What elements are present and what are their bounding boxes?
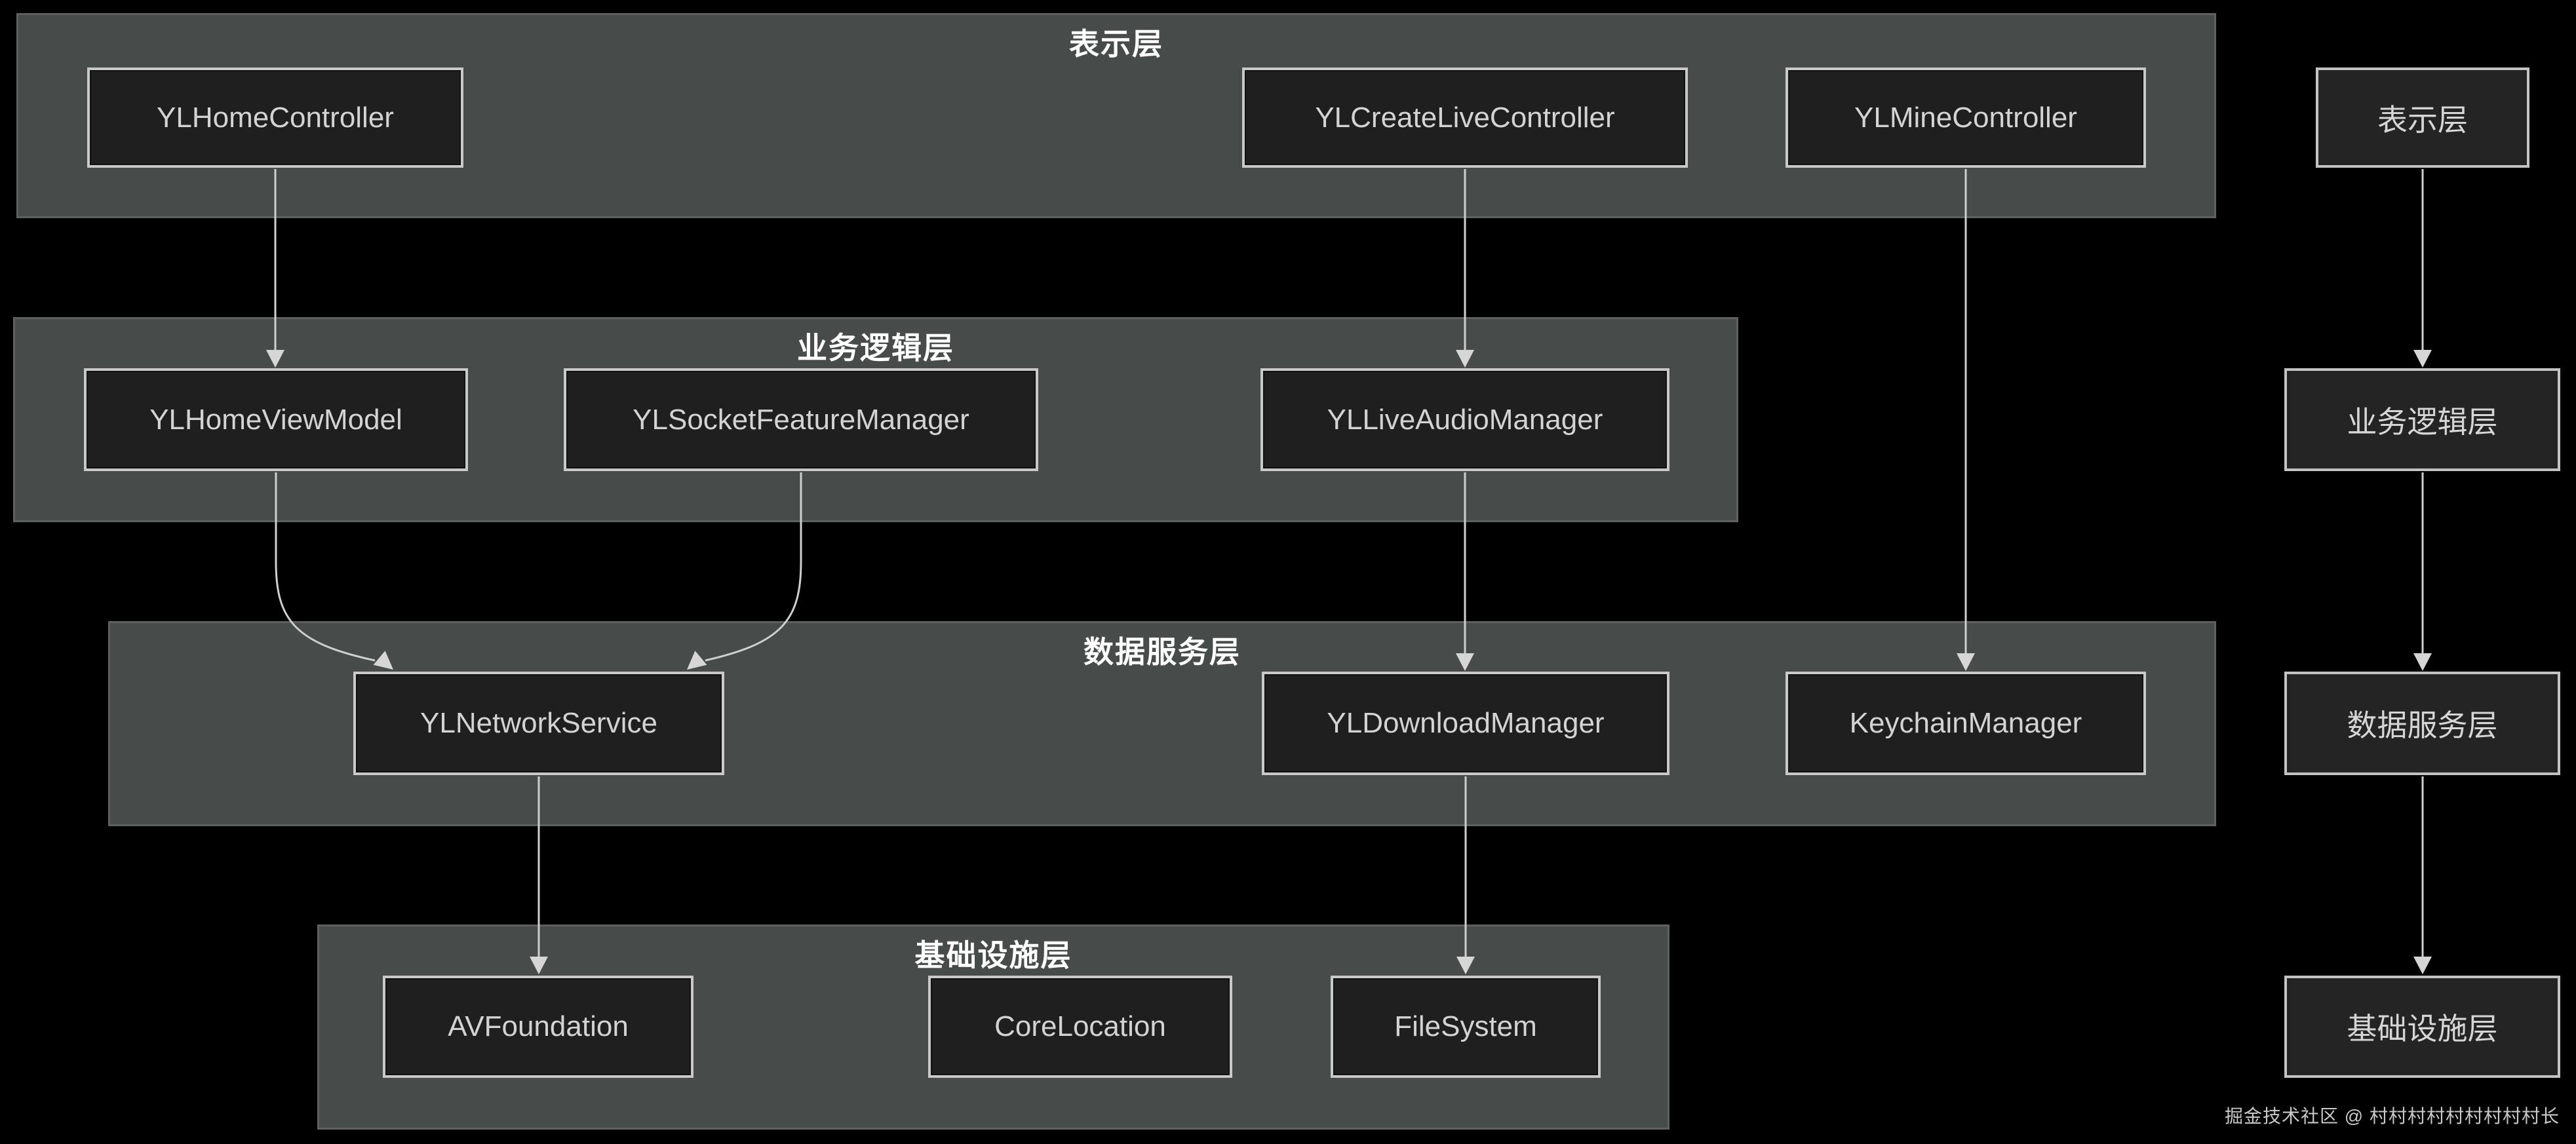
node-avfoundation: AVFoundation <box>383 976 693 1078</box>
legend-box-data-service: 数据服务层 <box>2284 672 2560 775</box>
node-corelocation: CoreLocation <box>928 976 1232 1078</box>
layer-title-presentation: 表示层 <box>1069 27 1163 61</box>
arrow-legend-business-to-dataservice <box>2413 472 2432 671</box>
layer-title-data-service: 数据服务层 <box>1083 635 1241 669</box>
node-ylnetworkservice: YLNetworkService <box>353 672 724 775</box>
watermark-text: 掘金技术社区 @ 村村村村村村村村村长 <box>2225 1106 2560 1126</box>
node-ylliveaudiomanager: YLLiveAudioManager <box>1260 368 1669 471</box>
node-ylhomecontroller: YLHomeController <box>87 67 463 168</box>
arrow-legend-dataservice-to-infrastructure <box>2413 776 2432 974</box>
layer-title-infrastructure: 基础设施层 <box>914 938 1072 972</box>
node-keychainmanager: KeychainManager <box>1786 672 2146 775</box>
node-yldownloadmanager: YLDownloadManager <box>1262 672 1669 775</box>
node-ylcreatelivecontroller: YLCreateLiveController <box>1242 67 1688 168</box>
legend-box-business-logic: 业务逻辑层 <box>2284 368 2560 471</box>
arrow-legend-presentation-to-business <box>2413 169 2432 368</box>
layer-title-business-logic: 业务逻辑层 <box>797 331 954 365</box>
node-ylsocketfeaturemanager: YLSocketFeatureManager <box>564 368 1038 471</box>
arrow-minecontroller-to-keychainmanager <box>1957 169 1975 671</box>
legend-box-infrastructure: 基础设施层 <box>2284 976 2560 1078</box>
legend-box-presentation: 表示层 <box>2316 67 2529 168</box>
node-ylhomeviewmodel: YLHomeViewModel <box>84 368 468 471</box>
node-ylminecontroller: YLMineController <box>1786 67 2146 168</box>
node-filesystem: FileSystem <box>1331 976 1601 1078</box>
